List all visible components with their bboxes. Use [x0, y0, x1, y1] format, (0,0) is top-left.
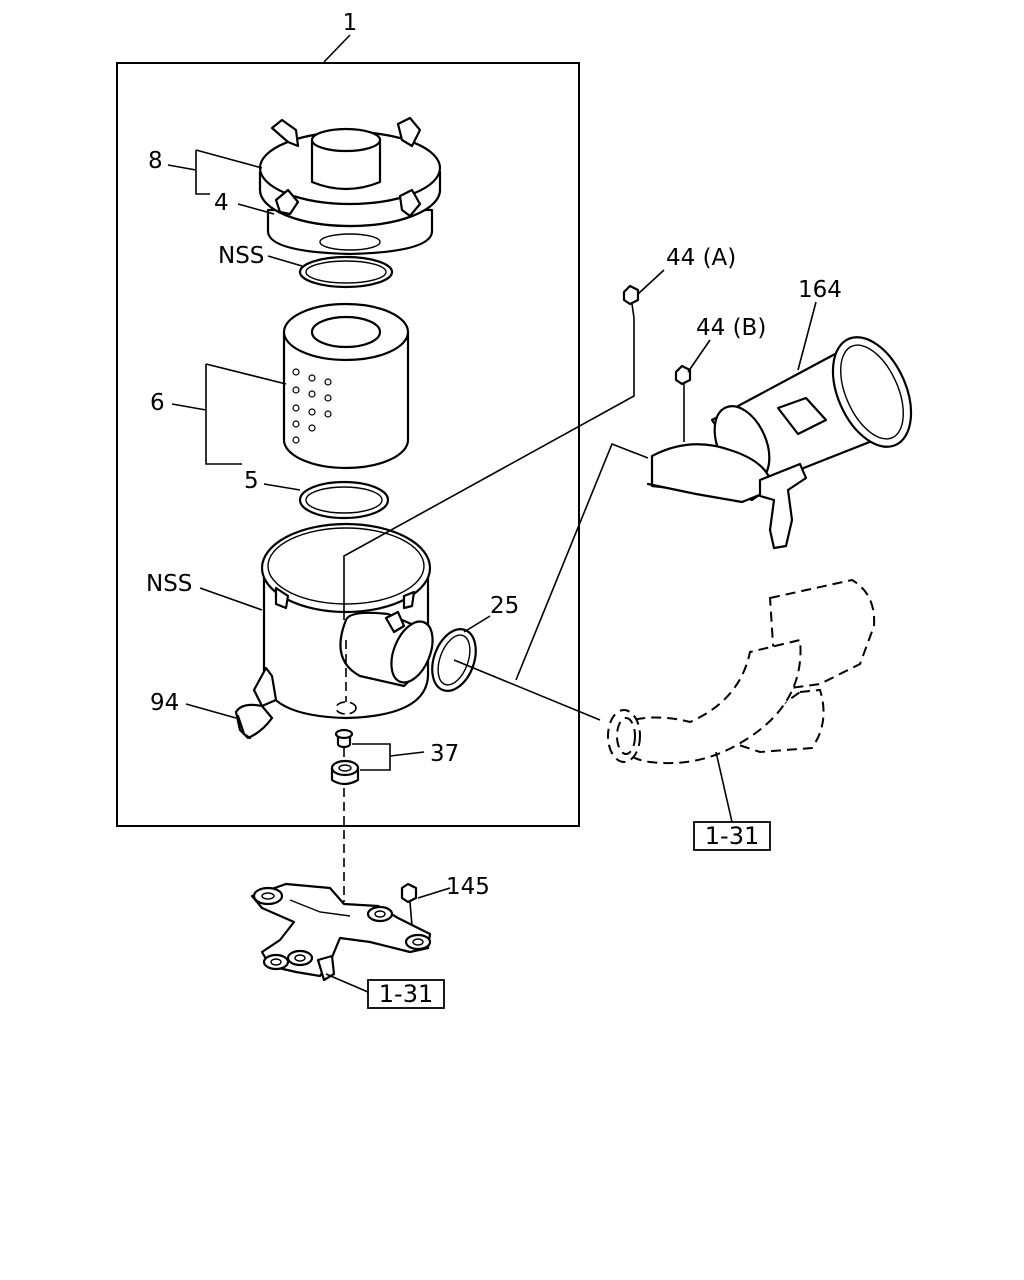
bolt-145 [400, 882, 418, 927]
label-164: 164 [798, 277, 842, 303]
inlet-duct-164 [646, 336, 913, 550]
top-cover-part [258, 116, 442, 256]
mounting-bracket [250, 882, 432, 982]
label-1: 1 [343, 10, 358, 36]
assembly-frame [116, 62, 580, 827]
reference-box-bracket[interactable]: 1-31 [367, 979, 445, 1009]
intake-pipe-phantom [607, 578, 876, 765]
bolt-44b [674, 364, 692, 396]
label-37: 37 [430, 741, 459, 767]
gasket-ring [298, 480, 390, 520]
label-nss-bottom: NSS [146, 571, 192, 597]
bolt-44a [622, 284, 640, 319]
label-4: 4 [214, 190, 229, 216]
reference-box-pipe[interactable]: 1-31 [693, 821, 771, 851]
reference-label-bracket: 1-31 [379, 980, 433, 1008]
label-44b: 44 (B) [696, 315, 766, 341]
label-145: 145 [446, 874, 490, 900]
mount-cushion [330, 728, 360, 786]
seal-ring-top [298, 255, 394, 289]
label-44a: 44 (A) [666, 245, 736, 271]
label-nss-top: NSS [218, 243, 264, 269]
label-5: 5 [244, 468, 259, 494]
label-8: 8 [148, 148, 163, 174]
label-94: 94 [150, 690, 179, 716]
label-25: 25 [490, 593, 519, 619]
evacuator-valve [234, 703, 274, 740]
filter-element-part [282, 302, 410, 470]
reference-label-pipe: 1-31 [705, 822, 759, 850]
air-cleaner-body [252, 522, 434, 720]
leader-lines [167, 34, 817, 993]
label-6: 6 [150, 390, 165, 416]
